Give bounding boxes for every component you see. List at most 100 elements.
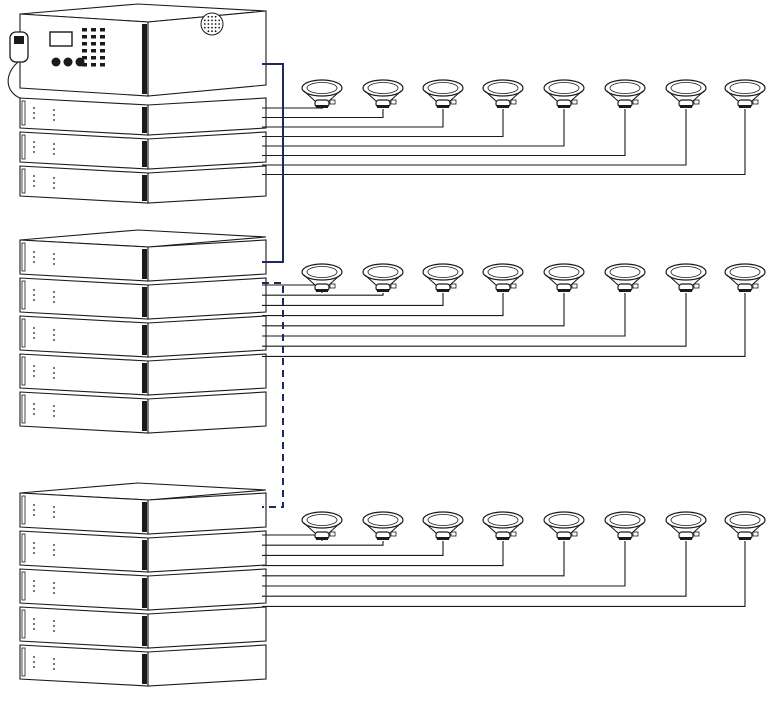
unit-front-panel — [19, 644, 149, 687]
rack-handle — [21, 609, 26, 639]
speaker-terminal — [450, 283, 457, 289]
status-led — [33, 256, 35, 258]
controller-front-panel — [19, 13, 149, 97]
unit-side-panel — [147, 239, 267, 282]
speaker-cable — [262, 541, 565, 577]
status-led — [53, 554, 55, 556]
amplifier-unit — [19, 644, 267, 687]
loudspeaker-icon — [362, 263, 404, 292]
link-dashed — [262, 282, 284, 508]
loudspeaker-icon — [362, 511, 404, 540]
unit-front-panel — [19, 239, 149, 282]
unit-side-panel — [147, 530, 267, 573]
loudspeaker-icon — [604, 511, 646, 540]
status-led — [33, 180, 35, 182]
amplifier-unit — [19, 131, 267, 170]
amplifier-unit — [19, 353, 267, 396]
panel-button — [82, 56, 87, 60]
speaker-cable — [262, 541, 687, 597]
loudspeaker-icon — [604, 79, 646, 108]
rack-ear — [142, 654, 147, 684]
rack-ear — [142, 616, 147, 646]
unit-side-panel — [147, 606, 267, 649]
amplifier-unit — [19, 391, 267, 434]
status-led — [53, 549, 55, 551]
loudspeaker-icon — [422, 263, 464, 292]
panel-button — [82, 49, 87, 53]
controller-unit — [7, 3, 267, 119]
speaker-cable — [262, 109, 746, 176]
status-led — [53, 410, 55, 412]
status-led — [53, 109, 55, 111]
loudspeaker-icon — [543, 263, 585, 292]
status-led — [33, 332, 35, 334]
unit-front-panel — [19, 277, 149, 320]
status-led — [53, 177, 55, 179]
speaker-terminal — [693, 99, 700, 105]
speaker-terminal — [571, 283, 578, 289]
rack-ear — [142, 175, 147, 201]
loudspeaker-icon — [665, 511, 707, 540]
amplifier-unit — [19, 530, 267, 573]
speaker-terminal — [632, 99, 639, 105]
unit-side-panel — [147, 165, 267, 204]
status-led — [33, 327, 35, 329]
speaker-terminal — [450, 99, 457, 105]
unit-front-panel — [19, 492, 149, 535]
rack-ear — [142, 325, 147, 355]
unit-front-panel — [19, 315, 149, 358]
status-led — [33, 590, 35, 592]
unit-front-panel — [19, 165, 149, 204]
status-led — [33, 141, 35, 143]
status-led — [53, 367, 55, 369]
status-led — [53, 516, 55, 518]
rack-handle — [21, 533, 26, 563]
loudspeaker-icon — [665, 79, 707, 108]
amplifier-unit — [19, 315, 267, 358]
panel-button — [82, 42, 87, 46]
speaker-cable — [262, 109, 384, 119]
speaker-cable — [262, 109, 504, 138]
rack-group-3 — [19, 482, 267, 687]
speaker-cable — [262, 541, 384, 546]
rack-handle — [21, 242, 26, 272]
loudspeaker-icon — [543, 79, 585, 108]
speaker-terminal — [450, 531, 457, 537]
status-led — [53, 334, 55, 336]
status-led — [33, 365, 35, 367]
panel-button — [82, 63, 87, 67]
status-led — [53, 258, 55, 260]
panel-button — [100, 49, 105, 53]
status-led — [33, 299, 35, 301]
speaker-terminal — [510, 531, 517, 537]
speaker-terminal — [571, 531, 578, 537]
unit-side-panel — [147, 97, 267, 136]
rack-handle — [21, 100, 26, 126]
status-led — [53, 592, 55, 594]
speaker-cable — [262, 109, 444, 128]
status-led — [53, 405, 55, 407]
loudspeaker-icon — [724, 263, 766, 292]
speaker-terminal — [329, 531, 336, 537]
loudspeaker-icon — [724, 79, 766, 108]
speaker-cable — [262, 541, 444, 556]
status-led — [53, 415, 55, 417]
panel-button — [91, 56, 96, 60]
unit-side-panel — [147, 644, 267, 687]
rack-handle — [21, 571, 26, 601]
status-led — [33, 547, 35, 549]
amplifier-unit — [19, 492, 267, 535]
fan-grille-icon — [200, 12, 224, 36]
status-led — [53, 658, 55, 660]
status-led — [53, 301, 55, 303]
status-led — [33, 289, 35, 291]
speaker-terminal — [329, 283, 336, 289]
status-led — [33, 337, 35, 339]
status-led — [33, 408, 35, 410]
status-led — [33, 666, 35, 668]
speaker-cable — [262, 109, 687, 166]
speaker-terminal — [390, 99, 397, 105]
unit-front-panel — [19, 530, 149, 573]
speaker-terminal — [632, 283, 639, 289]
speaker-cable — [262, 293, 626, 337]
